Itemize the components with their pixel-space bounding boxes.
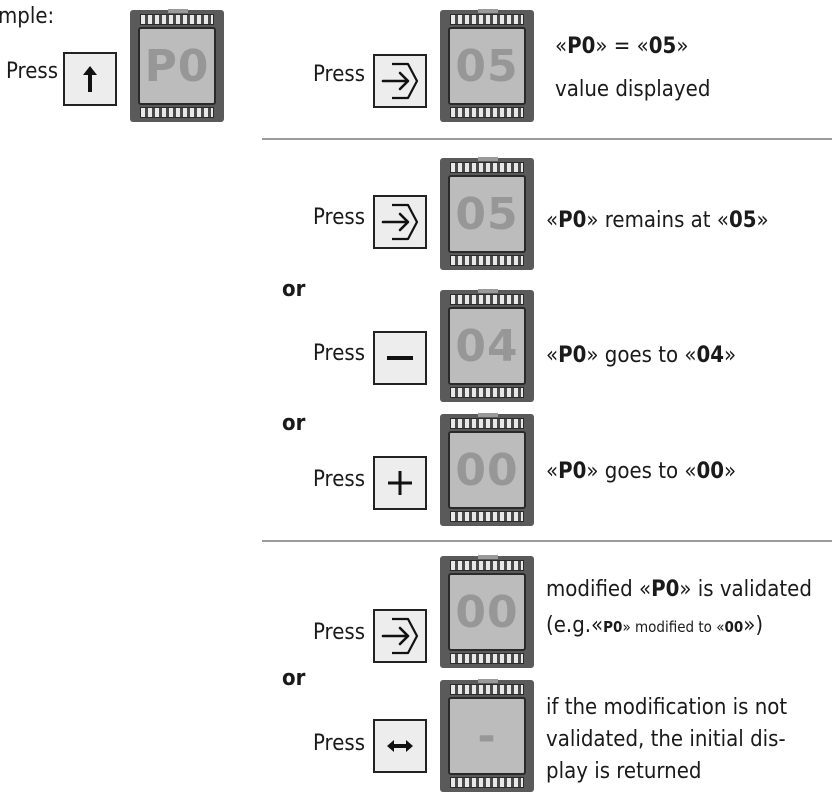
- param-name: P0: [558, 459, 587, 484]
- up-arrow-icon: [83, 66, 97, 92]
- choice-description: «P0» remains at «05»: [546, 210, 769, 232]
- guillemet: «: [555, 34, 568, 59]
- lcd-digits: 04: [455, 320, 519, 372]
- guillemet: »: [756, 208, 769, 233]
- guillemet: »: [724, 459, 737, 484]
- plus-key[interactable]: [373, 456, 427, 510]
- description-text: (e.g.«: [546, 613, 604, 638]
- press-label: Press: [313, 62, 366, 87]
- guillemet: «: [546, 208, 559, 233]
- choice-description: «P0» goes to «04»: [546, 345, 736, 367]
- param-name: P0: [558, 208, 587, 233]
- description-text: » goes to «: [586, 343, 697, 368]
- lcd-display: P0: [130, 9, 224, 122]
- lcd-display: 05: [440, 157, 534, 270]
- description-text: »): [743, 613, 764, 638]
- press-label: Press: [6, 59, 59, 84]
- description-text: modified «: [546, 577, 652, 602]
- lcd-display: 00: [440, 555, 534, 668]
- enter-arrow-icon: [381, 617, 419, 655]
- lcd-display: 00: [440, 413, 534, 526]
- description-text: » modified to «: [622, 618, 725, 636]
- guillemet: «: [546, 343, 559, 368]
- lcd-display: 04: [440, 289, 534, 402]
- cancel-text-line: if the modification is not: [546, 695, 788, 720]
- enter-arrow-icon: [381, 62, 419, 100]
- left-right-arrow-key[interactable]: [373, 719, 427, 773]
- enter-key[interactable]: [373, 54, 427, 108]
- or-label: or: [282, 277, 306, 302]
- or-label: or: [282, 666, 306, 691]
- param-value: 00: [724, 618, 744, 636]
- minus-icon: [387, 356, 413, 360]
- guillemet: «: [546, 459, 559, 484]
- press-label: Press: [313, 341, 366, 366]
- plus-icon: [388, 471, 412, 495]
- description-text: » is validated: [679, 577, 812, 602]
- enter-key[interactable]: [373, 609, 427, 663]
- param-name: P0: [567, 34, 596, 59]
- guillemet: »: [724, 343, 737, 368]
- press-label: Press: [313, 205, 366, 230]
- param-name: P0: [558, 343, 587, 368]
- or-label: or: [282, 411, 306, 436]
- left-right-arrow-icon: [387, 740, 413, 752]
- guillemet: »: [676, 34, 689, 59]
- value-displayed-text: value displayed: [555, 77, 711, 102]
- example-label: mple:: [0, 4, 55, 29]
- press-label: Press: [313, 731, 366, 756]
- param-value: 05: [648, 34, 677, 59]
- value-equation: «P0» = «05»: [555, 36, 688, 58]
- lcd-digits: 05: [455, 40, 519, 92]
- up-arrow-key[interactable]: [63, 52, 117, 106]
- cancel-text-line: play is returned: [546, 759, 702, 784]
- param-name: P0: [651, 577, 680, 602]
- param-value: 04: [696, 343, 725, 368]
- lcd-digits: -: [477, 710, 497, 762]
- param-name: P0: [603, 618, 623, 636]
- minus-key[interactable]: [373, 331, 427, 385]
- equals-text: » = «: [595, 34, 649, 59]
- lcd-display: -: [440, 679, 534, 792]
- lcd-display: 05: [440, 9, 534, 122]
- description-text: » remains at «: [586, 208, 729, 233]
- param-value: 00: [696, 459, 725, 484]
- enter-key[interactable]: [373, 195, 427, 249]
- validate-description: modified «P0» is validated: [546, 579, 812, 601]
- enter-arrow-icon: [381, 203, 419, 241]
- cancel-text-line: validated, the initial dis-: [546, 727, 786, 752]
- lcd-digits: 05: [455, 188, 519, 240]
- lcd-digits: P0: [144, 40, 210, 92]
- choice-description: «P0» goes to «00»: [546, 461, 736, 483]
- press-label: Press: [313, 620, 366, 645]
- param-value: 05: [728, 208, 757, 233]
- description-text: » goes to «: [586, 459, 697, 484]
- lcd-digits: 00: [455, 444, 519, 496]
- validate-example: (e.g.«P0» modified to «00»): [546, 615, 763, 637]
- divider: [262, 138, 832, 140]
- lcd-digits: 00: [455, 586, 519, 638]
- divider: [262, 540, 832, 542]
- press-label: Press: [313, 467, 366, 492]
